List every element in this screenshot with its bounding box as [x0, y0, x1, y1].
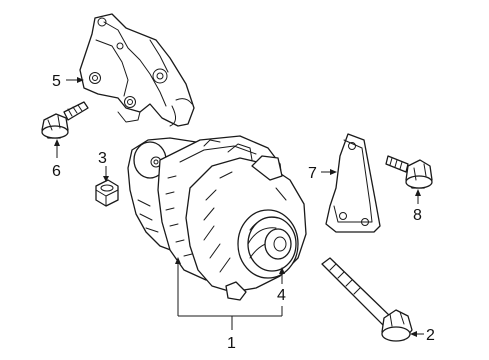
callout-6: 6 — [52, 163, 61, 180]
callout-1: 1 — [227, 335, 236, 352]
callout-7: 7 — [308, 165, 317, 182]
arrow-5 — [77, 77, 84, 83]
flange-bolt-right — [385, 155, 433, 189]
alternator — [127, 135, 307, 301]
support-plate — [325, 133, 381, 233]
long-bolt — [321, 257, 413, 342]
arrow-8 — [415, 189, 421, 196]
callout-8: 8 — [413, 207, 422, 224]
hex-nut — [95, 179, 119, 207]
callout-3: 3 — [98, 150, 107, 167]
flange-bolt-left — [41, 101, 89, 139]
callout-2: 2 — [426, 327, 435, 344]
arrow-4 — [279, 267, 285, 274]
mounting-bracket — [79, 13, 195, 127]
callout-4: 4 — [277, 287, 286, 304]
callout-5: 5 — [52, 73, 61, 90]
arrow-6 — [54, 139, 60, 146]
arrow-7 — [330, 169, 337, 175]
arrow-1 — [175, 257, 181, 264]
leader-lines — [54, 77, 424, 337]
arrow-2 — [410, 331, 417, 337]
callout-labels: 1 2 3 4 5 6 7 8 — [52, 73, 435, 352]
arrow-3 — [103, 176, 109, 182]
